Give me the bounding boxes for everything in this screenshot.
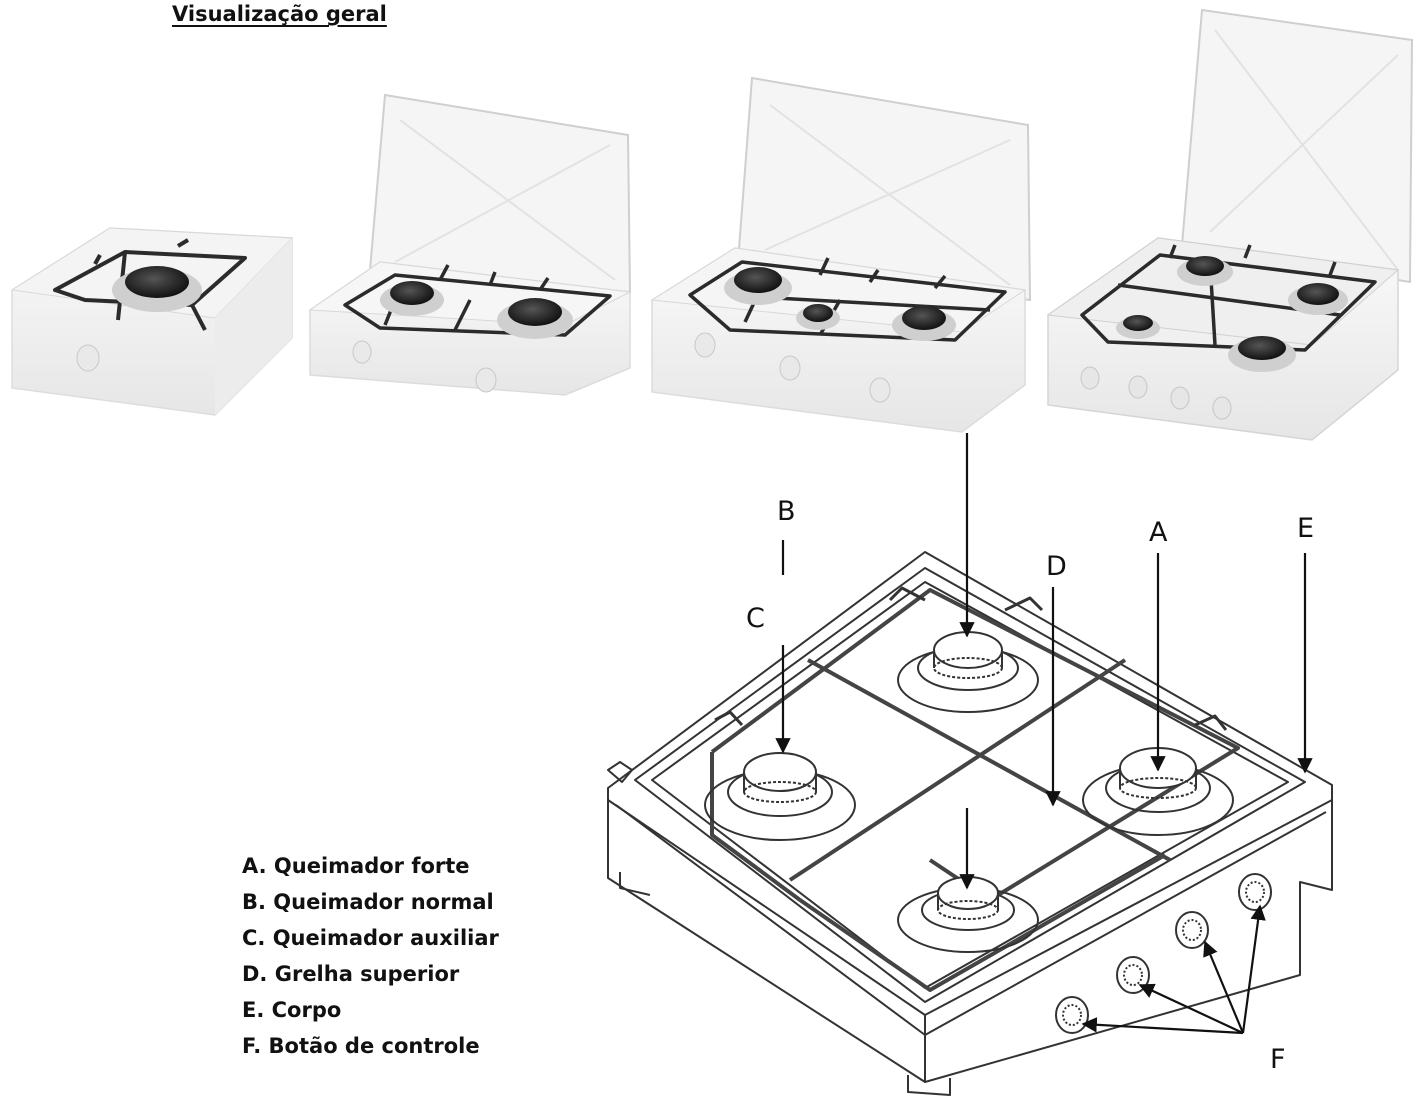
legend-item-e: E. Corpo bbox=[242, 998, 342, 1022]
legend-item-a: A. Queimador forte bbox=[242, 854, 470, 878]
legend-item-b: B. Queimador normal bbox=[242, 890, 494, 914]
legend-item-c: C. Queimador auxiliar bbox=[242, 926, 499, 950]
legend-item-f: F. Botão de controle bbox=[242, 1034, 480, 1058]
callout-b: B bbox=[777, 496, 796, 527]
parts-legend: A. Queimador forte B. Queimador normal C… bbox=[242, 848, 499, 1064]
callout-f: F bbox=[1270, 1044, 1286, 1075]
stove-two-burners bbox=[308, 93, 632, 396]
legend-item-d: D. Grelha superior bbox=[242, 962, 460, 986]
callout-a: A bbox=[1149, 517, 1168, 548]
stove-four-burners bbox=[1046, 8, 1414, 441]
callout-c: C bbox=[746, 603, 765, 634]
page-title: Visualização geral bbox=[172, 2, 387, 26]
stove-three-burners bbox=[650, 76, 1032, 433]
callout-d: D bbox=[1046, 551, 1067, 582]
stove-one-burner bbox=[10, 227, 294, 416]
control-knobs bbox=[1055, 873, 1272, 1034]
callout-e: E bbox=[1297, 513, 1314, 544]
stove-line-drawing bbox=[607, 551, 1333, 1096]
callout-arrows bbox=[775, 433, 1313, 1035]
